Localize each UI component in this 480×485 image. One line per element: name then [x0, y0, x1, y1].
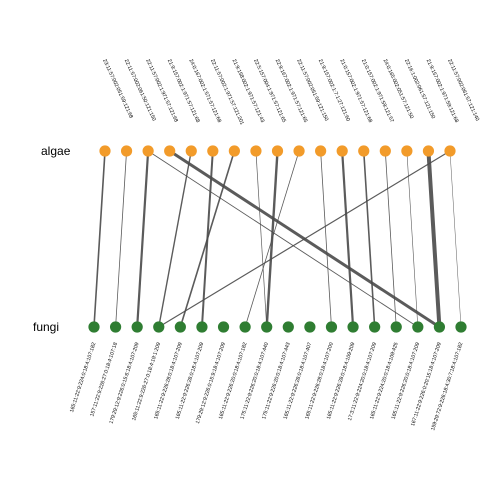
interaction-link [93, 150, 106, 328]
interaction-link [136, 150, 150, 328]
interaction-link [158, 150, 451, 328]
interaction-link [341, 150, 355, 328]
interaction-link [158, 150, 192, 328]
fungi-node [455, 321, 467, 333]
links-layer [93, 149, 462, 329]
algae-node [422, 145, 435, 157]
fungi-node [217, 321, 230, 333]
fungi-node [153, 321, 165, 333]
algae-node [271, 145, 284, 157]
algae-node [379, 145, 391, 157]
fungi-node [433, 321, 446, 333]
fungi-node [131, 321, 143, 333]
fungi-node [369, 321, 381, 333]
fungi-node [282, 321, 294, 333]
interaction-link [426, 150, 442, 328]
algae-node [164, 145, 176, 157]
algae-node [250, 145, 262, 157]
fungi-node [347, 321, 359, 333]
interaction-link [320, 150, 332, 328]
interaction-link [115, 150, 127, 328]
interaction-link [406, 150, 419, 328]
algae-node [336, 145, 348, 157]
algae-row-label: algae [41, 144, 71, 158]
fungi-node [390, 321, 402, 333]
algae-nodes: 23:11:57:002:051:59:121:6822:11:57:002:0… [99, 58, 480, 157]
algae-node [293, 145, 305, 157]
algae-node [99, 145, 111, 157]
interaction-link [449, 150, 462, 328]
fungi-node [109, 321, 122, 333]
algae-node [401, 145, 413, 157]
algae-node [315, 145, 327, 157]
fungi-node [412, 321, 424, 333]
fungi-nodes: 165:11:22:9:224:0:18:4:107:182157:11:22:… [69, 321, 467, 431]
algae-node [185, 145, 197, 157]
algae-node [207, 145, 219, 157]
fungi-row-label: fungi [33, 320, 59, 334]
algae-node [120, 145, 133, 157]
fungi-node [304, 321, 316, 333]
fungi-node [239, 321, 251, 333]
interaction-link [362, 150, 376, 328]
algae-node [358, 145, 370, 157]
fungi-node [174, 321, 186, 333]
interaction-link [244, 150, 300, 328]
algae-node [444, 145, 456, 157]
fungi-node [261, 321, 273, 333]
interaction-link [179, 150, 236, 328]
algae-node [228, 145, 240, 157]
fungi-node [325, 321, 338, 333]
interaction-link [147, 150, 419, 328]
interaction-link [255, 150, 268, 328]
interaction-link [384, 150, 397, 328]
fungi-node [196, 321, 208, 333]
algae-node [142, 145, 154, 157]
fungi-node [88, 321, 100, 333]
